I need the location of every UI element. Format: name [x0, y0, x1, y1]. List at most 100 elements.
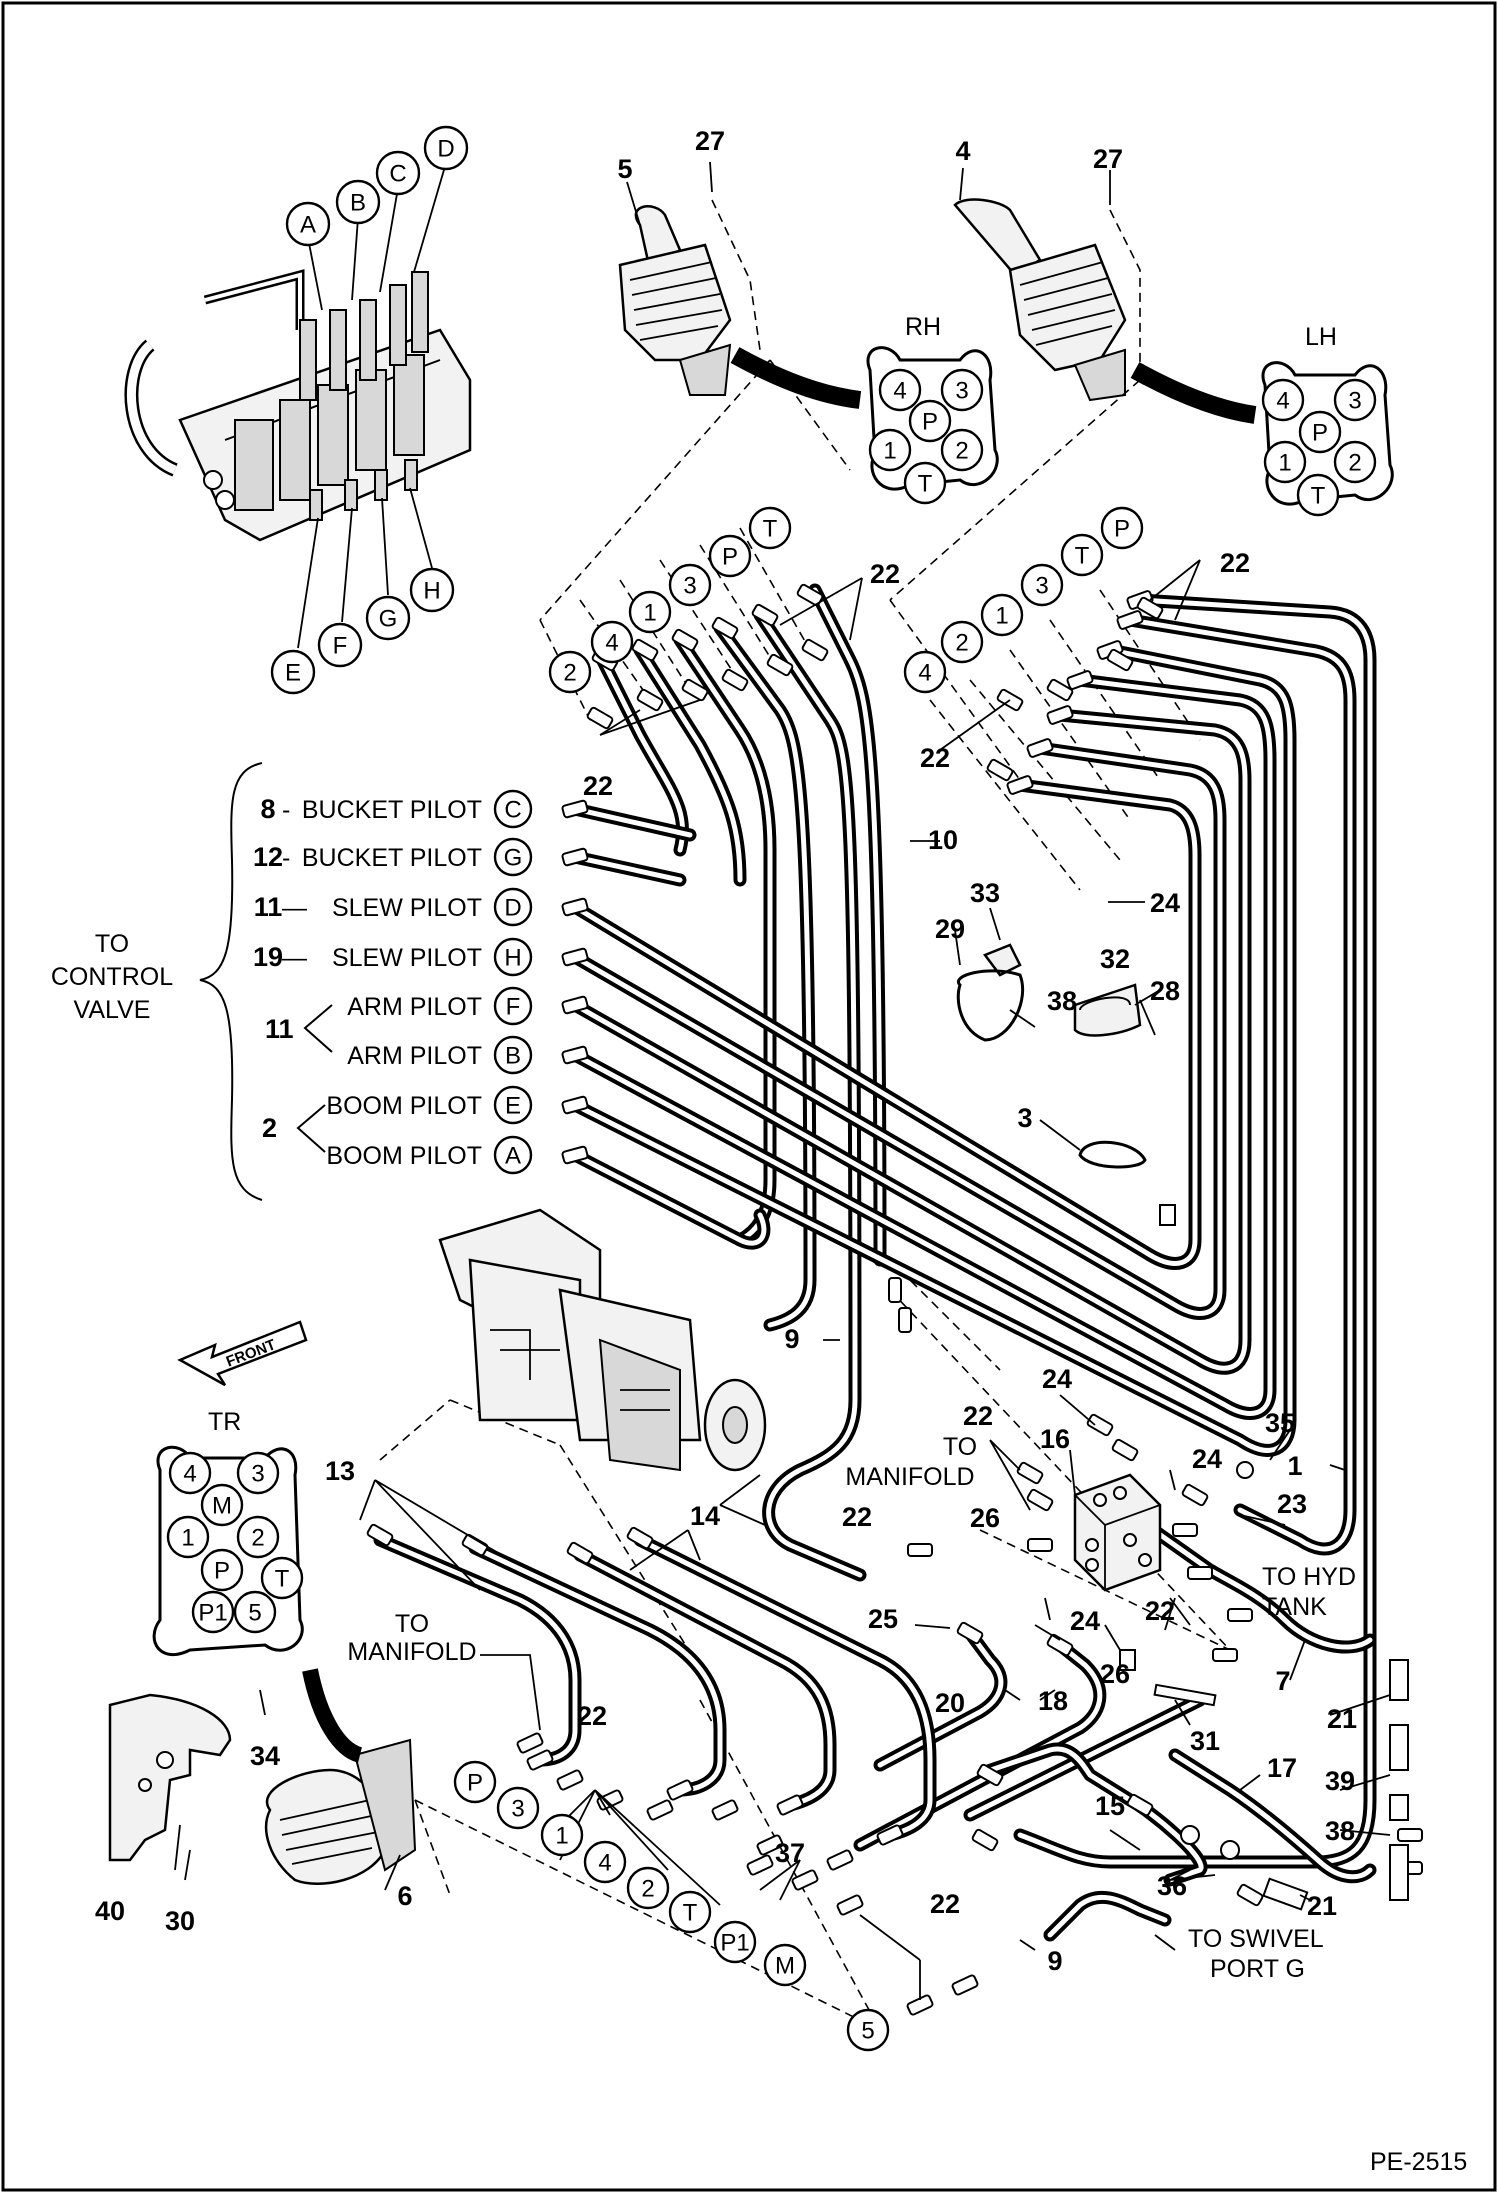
rh-harness-port-4-text: P [722, 544, 738, 571]
tr-harness-port-1-text: 3 [511, 1796, 524, 1823]
hose-core-13 [572, 1152, 767, 1246]
lh-connector-port-3-ring [1263, 440, 1307, 484]
valve-port-E-text: E [285, 660, 301, 687]
fitting-71 [1397, 1828, 1423, 1842]
lh-harness-port-1-ring [940, 620, 984, 664]
callout-c18: 18 [1038, 1686, 1068, 1716]
callout-c31: 31 [1190, 1726, 1220, 1756]
pilot-line-name-1: BUCKET PILOT [302, 844, 482, 872]
to-control-valve-line3: VALVE [74, 996, 151, 1024]
rh-harness-port-1: 4 [590, 620, 634, 664]
pilot-line-port-2: D [493, 887, 533, 927]
fitting-3 [561, 947, 589, 967]
callout-c6: 6 [397, 1881, 412, 1911]
pilot-line-port-5-ring [493, 1035, 533, 1075]
callout-c26a: 26 [970, 1503, 1000, 1533]
rh-harness-port-2-ring [628, 590, 672, 634]
tr-connector-port-6: T [260, 1556, 304, 1600]
fitting-44 [711, 1799, 739, 1821]
tr-harness-port-3-ring [583, 1840, 627, 1884]
lh-harness-port-0: 4 [903, 650, 947, 694]
valve-port-B-ring [335, 179, 381, 225]
lh-connector-port-0-ring [1261, 378, 1305, 422]
rh-harness-port-0-ring [548, 650, 592, 694]
fitting-2 [561, 897, 589, 917]
rh-connector-port-3-ring [868, 428, 912, 472]
valve-port-D: D [423, 125, 469, 171]
callout-c38b: 38 [1325, 1816, 1355, 1846]
hose-core-5 [812, 587, 883, 1263]
rh-harness-port-4: P [708, 534, 752, 578]
boom-brace [296, 1104, 326, 1153]
rh-connector-port-0: 4 [878, 368, 922, 412]
hose-routes [373, 583, 1377, 1942]
callout-c37: 37 [775, 1838, 805, 1868]
callout-c24d: 24 [1070, 1606, 1100, 1636]
callout-c9b: 9 [1047, 1946, 1062, 1976]
fitting-18 [751, 603, 779, 627]
rh-connector-port-0-text: 4 [893, 378, 906, 405]
tr-harness-port-0-text: P [467, 1770, 483, 1797]
fitting-17 [711, 616, 739, 640]
tr-connector-port-1: 3 [236, 1451, 280, 1495]
drawing-number: PE-2515 [1370, 2148, 1467, 2176]
tr-connector-port-1-ring [236, 1451, 280, 1495]
pilot-line-dash-2: — [282, 894, 307, 922]
rh-harness-port-2: 1 [628, 590, 672, 634]
valve-port-C-ring [375, 150, 421, 196]
fitting-15 [631, 638, 659, 662]
lh-harness-port-1: 2 [940, 620, 984, 664]
rh-connector-port-5: T [903, 461, 947, 505]
bracket-40 [108, 1693, 232, 1862]
hose-core-22 [377, 1537, 578, 1763]
hose-core-24 [577, 1552, 833, 1808]
pilot-line-dash-3: — [282, 944, 307, 972]
tr-connector-port-3-text: 1 [181, 1525, 194, 1552]
tr-harness-port-8: 5 [846, 2008, 890, 2052]
fitting-8 [586, 706, 614, 730]
fitting-16 [671, 628, 699, 652]
hose-core-1 [637, 647, 743, 883]
tr-connector-port-0-ring [168, 1451, 212, 1495]
fitting-9 [636, 688, 664, 712]
fitting-48 [791, 1869, 819, 1891]
valve-port-D-text: D [437, 136, 454, 163]
valve-port-B-text: B [350, 190, 366, 217]
tr-connector-port-4: 2 [236, 1515, 280, 1559]
fitting-36 [526, 1749, 554, 1771]
rh-connector-port-2-text: P [922, 409, 938, 436]
manifold-block [1073, 1473, 1162, 1592]
pilot-line-port-3-ring [493, 937, 533, 977]
lh-harness-port-0-text: 4 [918, 660, 931, 687]
tr-connector-port-0-text: 4 [183, 1461, 196, 1488]
tr-connector-port-6-ring [260, 1556, 304, 1600]
hose-fittings [366, 583, 1423, 2016]
lh-connector-port-1-ring [1333, 378, 1377, 422]
lh-harness-port-2: 1 [980, 593, 1024, 637]
tr-connector-port-7: P1 [191, 1590, 235, 1634]
pilot-line-port-7-ring [493, 1135, 533, 1175]
tr-harness-port-8-ring [846, 2008, 890, 2052]
rh-connector-port-3: 1 [868, 428, 912, 472]
hose-core-25 [637, 1537, 933, 1838]
callout-c24b: 24 [1042, 1364, 1072, 1394]
to-hyd-tank-line1: TO HYD [1262, 1563, 1356, 1591]
tr-connector-port-2: M [200, 1483, 244, 1527]
lh-connector-port-4-text: 2 [1348, 450, 1361, 477]
to-swivel-line1: TO SWIVEL [1188, 1925, 1324, 1953]
lh-harness-port-4-ring [1060, 533, 1104, 577]
arm-brace [303, 1004, 333, 1053]
lh-connector-port-4: 2 [1333, 440, 1377, 484]
tr-connector-port-5: P [200, 1548, 244, 1592]
fitting-7 [561, 1145, 589, 1165]
valve-port-H-text: H [423, 578, 440, 605]
tr-connector-port-3-ring [166, 1515, 210, 1559]
pilot-line-port-6: E [493, 1085, 533, 1125]
rh-harness-port-5: T [748, 506, 792, 550]
hose-core-11 [572, 745, 1223, 1316]
pilot-line-port-0-text: C [504, 797, 521, 824]
hose-core-8 [572, 647, 1293, 1453]
pump-illustration [438, 1208, 767, 1472]
